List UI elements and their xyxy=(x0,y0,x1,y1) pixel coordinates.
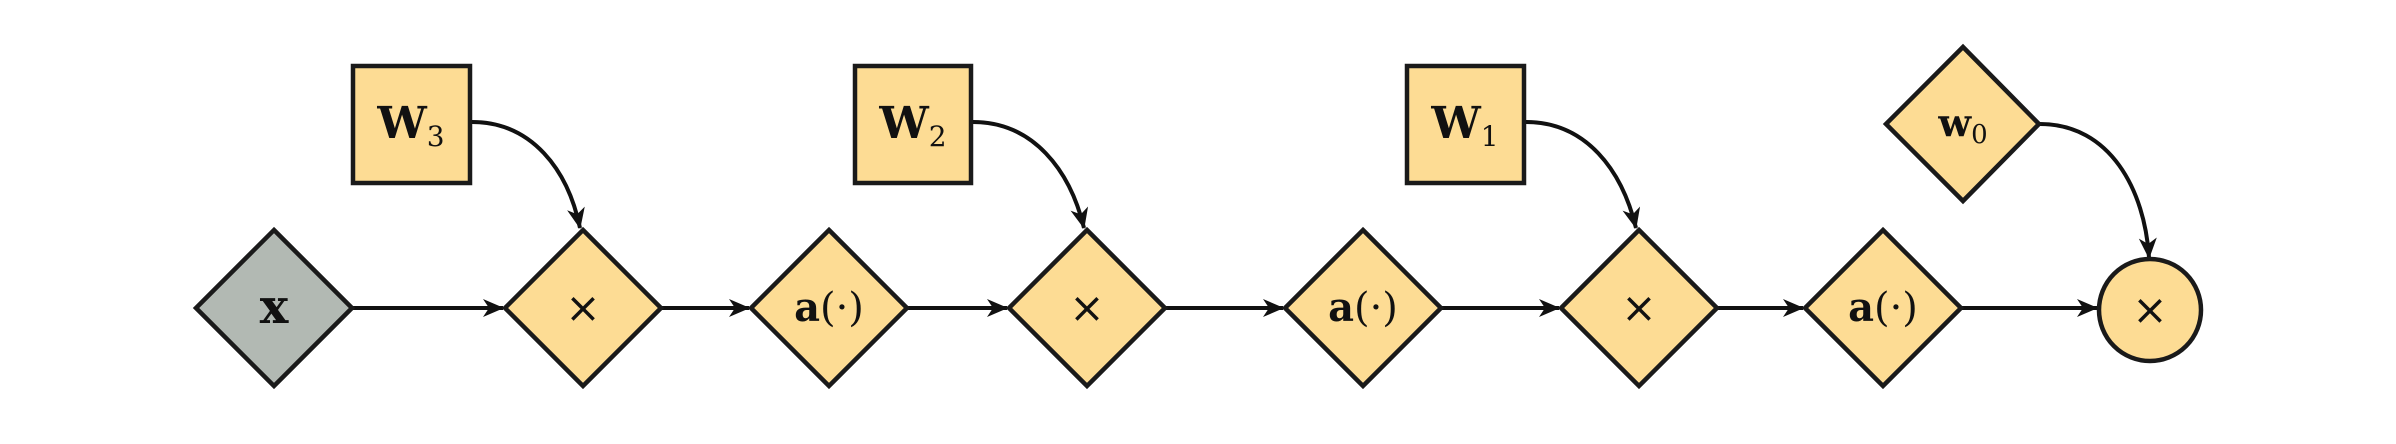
edge-W1-to-mult3 xyxy=(1525,120,1641,229)
multiply-node-3-label: × xyxy=(1621,283,1656,332)
weight-node-W3: W3 xyxy=(350,63,473,186)
weight-node-W2: W2 xyxy=(852,63,974,186)
weight-node-w0-label: w0 xyxy=(1937,100,1987,150)
weight-node-w0: w0 xyxy=(1882,43,2043,205)
weight-node-W2-label: W2 xyxy=(878,98,946,153)
weight-node-W1-label: W1 xyxy=(1430,98,1498,153)
edge-W3-to-mult1 xyxy=(471,120,585,229)
multiply-node-3: × xyxy=(1557,226,1721,390)
activation-node-2-label: a(·) xyxy=(1328,284,1398,331)
multiply-node-2-label: × xyxy=(1069,283,1104,332)
weight-node-W1: W1 xyxy=(1404,63,1527,186)
multiply-node-1: × xyxy=(501,226,665,390)
edge-w0-to-output xyxy=(2039,122,2157,259)
input-node-x-label: x xyxy=(260,279,289,335)
activation-node-3-label: a(·) xyxy=(1848,284,1918,331)
weight-node-W3-label: W3 xyxy=(376,98,444,153)
weight-edges xyxy=(471,120,2157,259)
output-multiply-node-label: × xyxy=(2132,285,2167,334)
output-multiply-node: × xyxy=(2096,256,2204,364)
activation-node-3: a(·) xyxy=(1801,226,1965,390)
input-node-x: x xyxy=(192,226,356,390)
edge-W2-to-mult2 xyxy=(972,120,1089,229)
multiply-node-2: × xyxy=(1005,226,1169,390)
activation-node-2: a(·) xyxy=(1281,226,1445,390)
multiply-node-1-label: × xyxy=(565,283,600,332)
activation-node-1: a(·) xyxy=(747,226,911,390)
activation-node-1-label: a(·) xyxy=(794,284,864,331)
